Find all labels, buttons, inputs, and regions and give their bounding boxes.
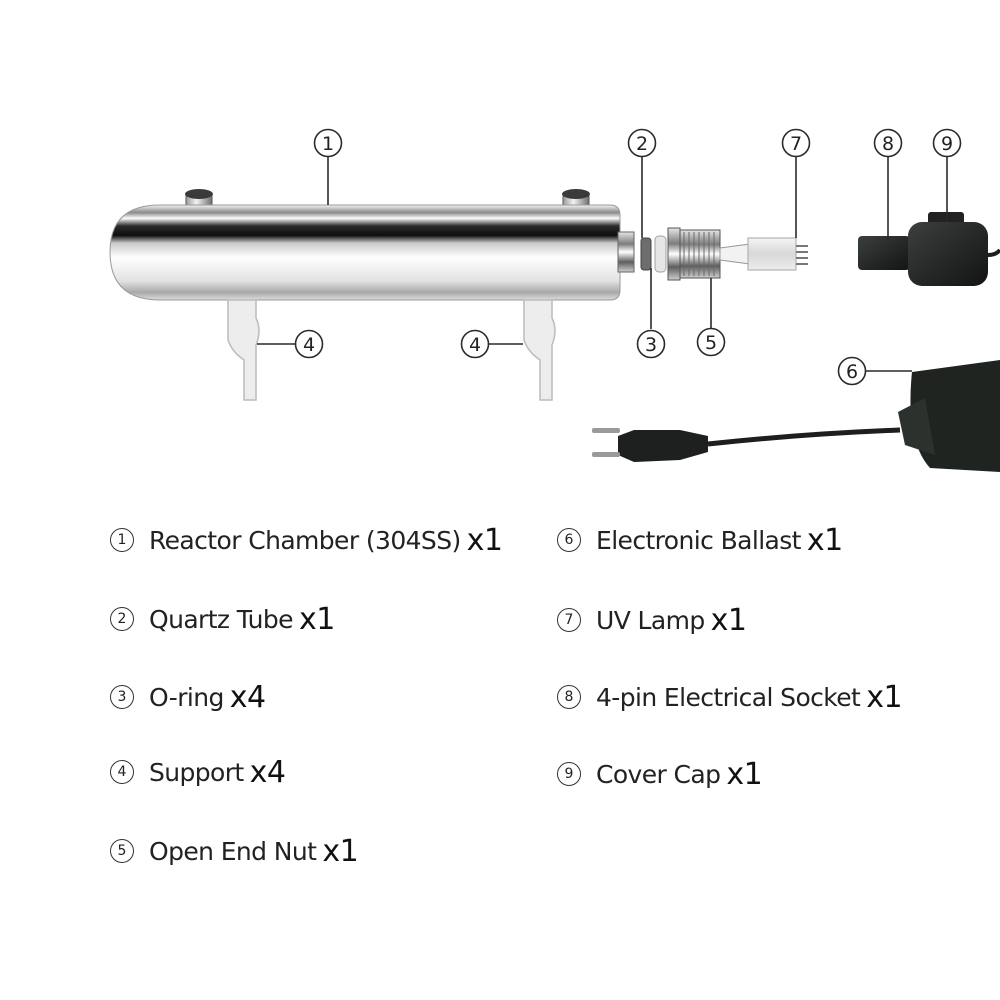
support-right <box>523 299 556 401</box>
electrical-socket <box>858 236 910 270</box>
callout-1: 1 <box>313 128 343 158</box>
badge-9: 9 <box>557 762 581 786</box>
cover-cap <box>908 212 1000 286</box>
part-qty: x4 <box>249 754 286 790</box>
callout-9: 9 <box>932 128 962 158</box>
svg-text:3: 3 <box>645 334 657 356</box>
legend-item-open-end-nut: 5 Open End Nut x1 <box>110 831 359 871</box>
badge-4: 4 <box>110 760 134 784</box>
svg-text:1: 1 <box>322 133 334 155</box>
badge-7: 7 <box>557 608 581 632</box>
legend-item-reactor-chamber: 1 Reactor Chamber (304SS) x1 <box>110 520 503 560</box>
o-ring <box>654 235 667 273</box>
badge-5: 5 <box>110 839 134 863</box>
open-end-nut <box>667 227 721 281</box>
badge-6: 6 <box>557 528 581 552</box>
part-name: Cover Cap <box>596 759 721 789</box>
legend-item-o-ring: 3 O-ring x4 <box>110 677 266 717</box>
quartz-tube <box>640 237 652 271</box>
callout-7: 7 <box>781 128 811 158</box>
part-name: Quartz Tube <box>149 604 294 634</box>
svg-text:5: 5 <box>705 332 717 354</box>
part-qty: x1 <box>726 756 763 792</box>
legend-item-electronic-ballast: 6 Electronic Ballast x1 <box>557 520 843 560</box>
legend-item-electrical-socket: 8 4-pin Electrical Socket x1 <box>557 677 903 717</box>
svg-text:6: 6 <box>846 361 858 383</box>
part-name: 4-pin Electrical Socket <box>596 682 861 712</box>
callout-4-right: 4 <box>460 329 490 359</box>
part-name: Support <box>149 757 244 787</box>
part-qty: x1 <box>466 522 503 558</box>
svg-text:4: 4 <box>303 334 315 356</box>
legend-item-cover-cap: 9 Cover Cap x1 <box>557 754 763 794</box>
svg-text:7: 7 <box>790 133 802 155</box>
callout-5: 5 <box>696 327 726 357</box>
callout-6: 6 <box>837 356 867 386</box>
support-left <box>227 299 260 401</box>
part-name: O-ring <box>149 682 224 712</box>
callout-4-left: 4 <box>294 329 324 359</box>
svg-text:9: 9 <box>941 133 953 155</box>
uv-lamp <box>719 237 808 271</box>
part-qty: x1 <box>298 601 335 637</box>
exploded-parts-diagram: 1 2 3 4 4 5 6 7 8 9 <box>109 128 1000 472</box>
leader-lines <box>257 157 948 372</box>
part-qty: x1 <box>322 833 359 869</box>
svg-text:4: 4 <box>469 334 481 356</box>
badge-8: 8 <box>557 685 581 709</box>
badge-3: 3 <box>110 685 134 709</box>
badge-1: 1 <box>110 528 134 552</box>
svg-text:8: 8 <box>882 133 894 155</box>
callout-8: 8 <box>873 128 903 158</box>
callout-2: 2 <box>627 128 657 158</box>
legend-item-quartz-tube: 2 Quartz Tube x1 <box>110 599 335 639</box>
part-name: UV Lamp <box>596 605 705 635</box>
part-name: Electronic Ballast <box>596 525 801 555</box>
legend-item-support: 4 Support x4 <box>110 752 286 792</box>
part-qty: x4 <box>229 679 266 715</box>
svg-text:2: 2 <box>636 133 648 155</box>
legend-item-uv-lamp: 7 UV Lamp x1 <box>557 600 747 640</box>
part-name: Open End Nut <box>149 836 317 866</box>
part-qty: x1 <box>806 522 843 558</box>
part-qty: x1 <box>710 602 747 638</box>
part-name: Reactor Chamber (304SS) <box>149 525 461 555</box>
callout-3: 3 <box>636 329 666 359</box>
part-qty: x1 <box>866 679 903 715</box>
electronic-ballast <box>592 360 1000 472</box>
badge-2: 2 <box>110 607 134 631</box>
reactor-chamber <box>109 189 635 301</box>
